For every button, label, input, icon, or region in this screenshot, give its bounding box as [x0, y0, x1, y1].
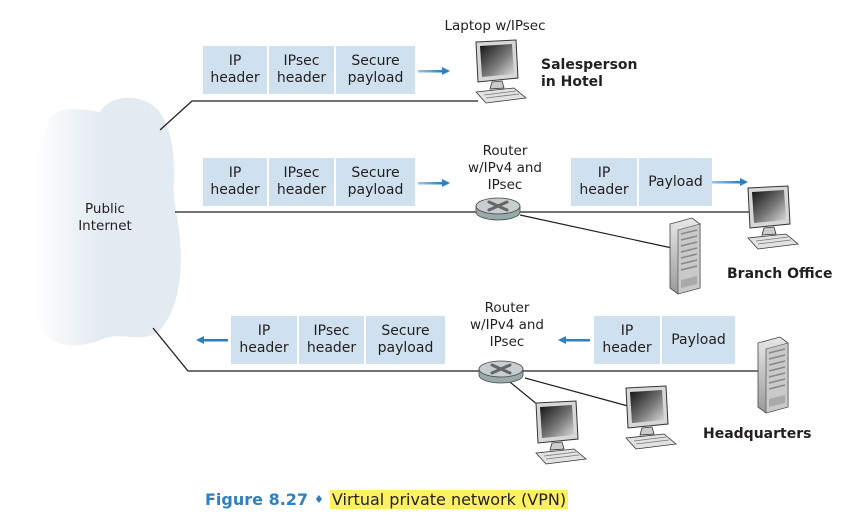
public-internet-label: Public Internet [78, 201, 132, 234]
secure-payload-cell: Secure payload [336, 158, 415, 206]
arrow-left-icon [196, 336, 228, 344]
plain-packet-branch: IP header Payload [571, 158, 712, 206]
figure-caption: Figure 8.27 ♦ Virtual private network (V… [205, 490, 569, 509]
hq-server-icon [757, 336, 789, 414]
salesperson-label: Salesperson in Hotel [541, 57, 638, 90]
figure-number: Figure 8.27 [205, 490, 309, 509]
secure-payload-cell: Secure payload [366, 316, 445, 364]
hq-router-label: Router w/IPv4 and IPsec [470, 300, 544, 350]
ip-header-cell: IP header [203, 158, 267, 206]
link-branch-router-server [519, 214, 673, 249]
hq-pc-1-icon [535, 400, 587, 465]
ip-header-cell: IP header [203, 46, 267, 94]
hq-pc-2-icon [625, 385, 677, 450]
laptop-label: Laptop w/IPsec [444, 18, 546, 34]
encrypted-packet-hotel: IP header IPsec header Secure payload [203, 46, 415, 94]
link-to-laptop [159, 100, 478, 131]
payload-cell: Payload [662, 316, 735, 364]
ipsec-header-cell: IPsec header [269, 158, 334, 206]
branch-router-icon [474, 196, 522, 222]
ipsec-header-cell: IPsec header [269, 46, 334, 94]
ipsec-header-cell: IPsec header [299, 316, 364, 364]
ip-header-cell: IP header [571, 158, 637, 206]
payload-cell: Payload [639, 158, 712, 206]
headquarters-label: Headquarters [703, 426, 812, 442]
encrypted-packet-branch: IP header IPsec header Secure payload [203, 158, 415, 206]
secure-payload-cell: Secure payload [336, 46, 415, 94]
arrow-left-icon [558, 336, 590, 344]
branch-server-icon [669, 217, 701, 295]
laptop-icon [475, 39, 527, 104]
link-hq-router-pc2 [524, 377, 629, 407]
branch-office-label: Branch Office [727, 266, 833, 282]
ip-header-cell: IP header [594, 316, 660, 364]
diamond-separator-icon: ♦ [314, 493, 324, 506]
ip-header-cell: IP header [231, 316, 297, 364]
branch-pc-icon [747, 185, 799, 250]
arrow-right-icon [418, 67, 450, 75]
plain-packet-hq: IP header Payload [594, 316, 735, 364]
encrypted-packet-hq: IP header IPsec header Secure payload [231, 316, 445, 364]
arrow-right-icon [418, 179, 450, 187]
figure-title: Virtual private network (VPN) [329, 490, 569, 509]
link-to-hq-router [152, 327, 760, 372]
arrow-right-icon [712, 178, 748, 186]
public-internet-cloud [33, 97, 181, 346]
hq-router-icon [477, 359, 525, 385]
branch-router-label: Router w/IPv4 and IPsec [468, 143, 542, 193]
